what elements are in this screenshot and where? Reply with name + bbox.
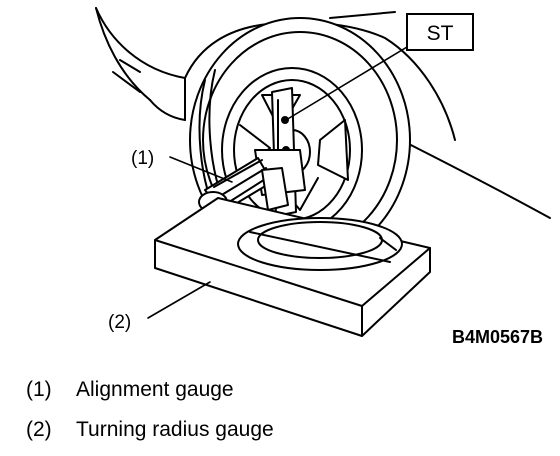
callout-2: (2): [108, 312, 131, 333]
figure-code: B4M0567B: [452, 327, 543, 347]
callout-1: (1): [131, 148, 154, 169]
turning-radius-gauge: [154, 197, 431, 337]
alignment-gauge: [198, 87, 306, 217]
st-label-box: [406, 13, 474, 51]
legend-text: Alignment gauge: [76, 378, 234, 401]
legend-item: (2) Turning radius gauge: [26, 418, 274, 442]
legend-number: (1): [26, 378, 52, 401]
legend-number: (2): [26, 418, 52, 441]
legend-text: Turning radius gauge: [76, 418, 274, 441]
st-label: ST: [427, 22, 454, 45]
legend-item: (1) Alignment gauge: [26, 378, 234, 402]
leader-lines: [147, 43, 413, 319]
